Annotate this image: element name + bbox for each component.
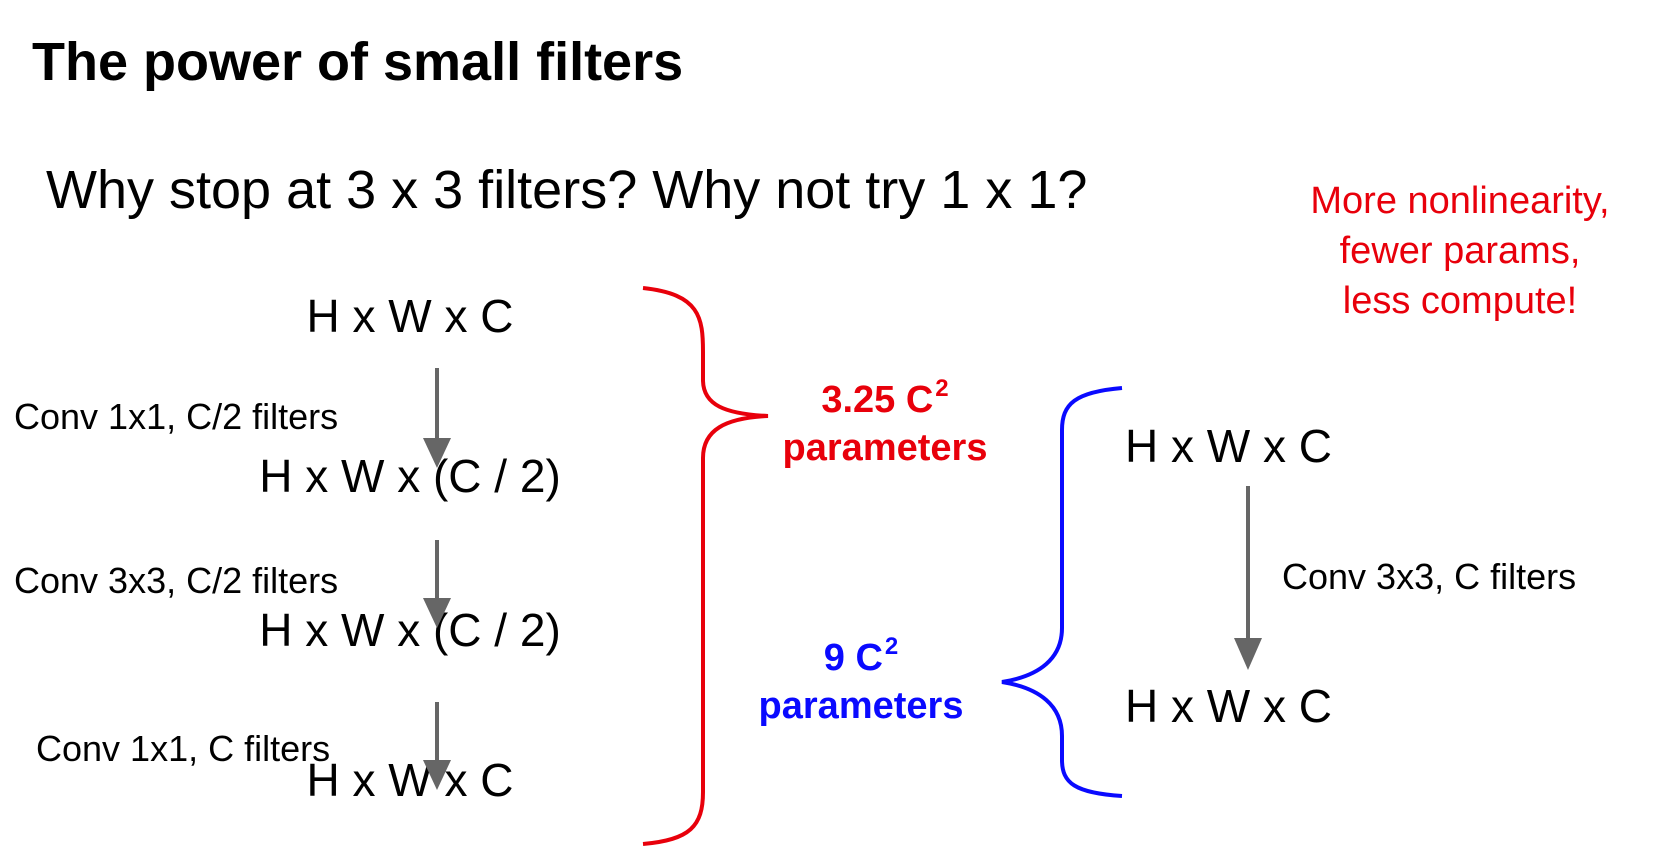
right-params-label: parameters: [758, 685, 964, 727]
left-params: 3.25 C2 parameters: [735, 376, 1035, 472]
left-op-3: Conv 1x1, C filters: [36, 728, 331, 769]
benefit-note-line-3: less compute!: [1342, 280, 1578, 322]
left-arrow-1: [423, 368, 451, 468]
right-params-exponent: 2: [884, 633, 899, 660]
left-op-1: Conv 1x1, C/2 filters: [14, 396, 339, 437]
left-shape-2: H x W x (C / 2): [259, 450, 561, 502]
right-arrow-1-head: [1234, 638, 1262, 670]
left-arrow-2: [423, 540, 451, 628]
benefit-note-line-2: fewer params,: [1339, 230, 1581, 272]
slide-title: The power of small filters: [32, 32, 684, 92]
left-arrow-1-head: [423, 438, 451, 468]
right-params: 9 C2 parameters: [711, 634, 1011, 730]
left-curly-brace: [642, 286, 769, 846]
left-arrow-3: [423, 702, 451, 790]
left-params-exponent: 2: [935, 375, 949, 402]
left-params-label: parameters: [782, 427, 988, 469]
question-text: Why stop at 3 x 3 filters? Why not try 1…: [46, 160, 1088, 220]
left-shape-3: H x W x (C / 2): [259, 604, 561, 656]
right-curly-brace: [1001, 386, 1123, 798]
benefit-note-line-1: More nonlinearity,: [1310, 180, 1610, 222]
right-shape-1: H x W x C: [1125, 420, 1332, 472]
left-params-value: 3.25 C: [821, 379, 934, 421]
right-params-value: 9 C: [823, 637, 883, 679]
right-shape-2: H x W x C: [1125, 680, 1332, 732]
left-arrow-2-head: [423, 598, 451, 628]
left-shape-1: H x W x C: [306, 290, 514, 342]
benefit-note: More nonlinearity, fewer params, less co…: [1290, 176, 1630, 326]
left-shape-4: H x W x C: [306, 754, 514, 806]
left-op-2: Conv 3x3, C/2 filters: [14, 560, 339, 601]
left-arrow-3-head: [423, 760, 451, 790]
right-op-1: Conv 3x3, C filters: [1282, 556, 1577, 597]
right-arrow-1: [1234, 486, 1262, 670]
